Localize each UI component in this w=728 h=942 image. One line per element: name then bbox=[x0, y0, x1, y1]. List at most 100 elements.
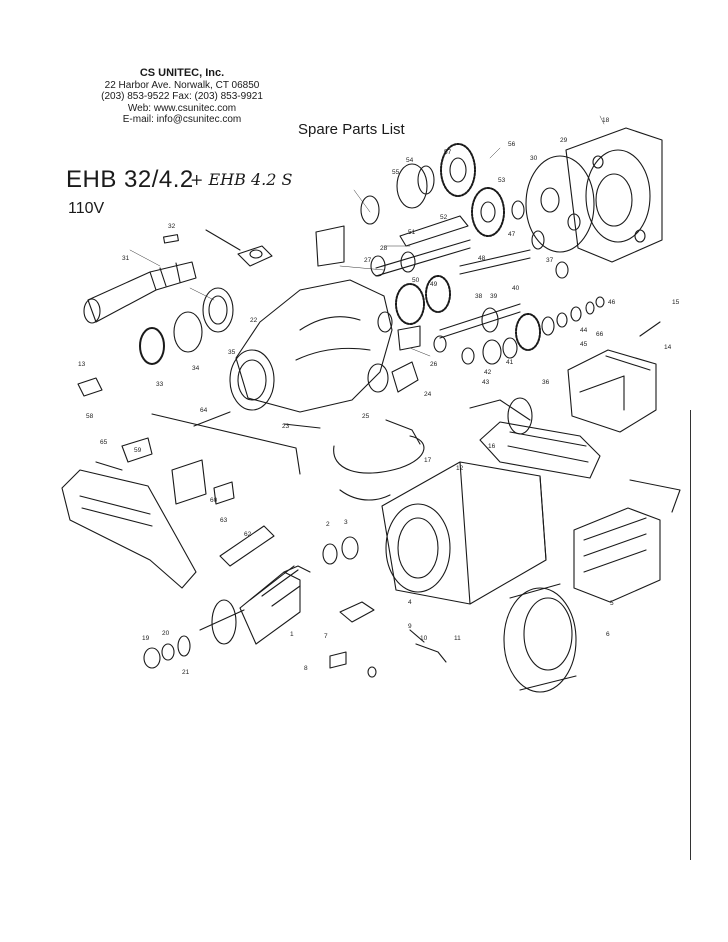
part-label-30: 30 bbox=[530, 155, 538, 162]
part-label-65: 65 bbox=[100, 439, 108, 446]
part-label-37: 37 bbox=[546, 257, 554, 264]
part-label-59: 59 bbox=[134, 447, 142, 454]
part-label-53: 53 bbox=[498, 177, 506, 184]
part-label-3: 3 bbox=[344, 519, 348, 526]
part-label-60: 60 bbox=[210, 497, 218, 504]
part-label-43: 43 bbox=[482, 379, 490, 386]
part-label-47: 47 bbox=[508, 231, 516, 238]
cover-part bbox=[397, 325, 421, 351]
part-label-66: 66 bbox=[596, 331, 604, 338]
company-web: Web: www.csunitec.com bbox=[127, 102, 237, 114]
part-label-16: 16 bbox=[488, 443, 496, 450]
part-label-49: 49 bbox=[430, 281, 438, 288]
page-title: Spare Parts List bbox=[298, 121, 405, 138]
part-label-38: 38 bbox=[475, 293, 483, 300]
part-label-2: 2 bbox=[326, 521, 330, 528]
brush-assembly bbox=[329, 601, 447, 678]
part-label-50: 50 bbox=[412, 277, 420, 284]
part-label-11: 11 bbox=[454, 635, 461, 642]
tube-part bbox=[219, 525, 275, 567]
part-label-15: 15 bbox=[672, 299, 680, 306]
part-label-39: 39 bbox=[490, 293, 498, 300]
part-label-26: 26 bbox=[430, 361, 438, 368]
part-label-28: 28 bbox=[380, 245, 388, 252]
part-label-1: 1 bbox=[290, 631, 294, 638]
part-label-40: 40 bbox=[512, 285, 520, 292]
company-email: E-mail: info@csunitec.com bbox=[122, 114, 242, 125]
stator-housing bbox=[381, 461, 547, 605]
part-label-42: 42 bbox=[484, 369, 492, 376]
cover-plate bbox=[525, 155, 595, 253]
part-label-12: 12 bbox=[456, 465, 464, 472]
part-label-7: 7 bbox=[324, 633, 328, 640]
part-label-21: 21 bbox=[182, 669, 190, 676]
gearbox-housing bbox=[229, 279, 393, 413]
leader-lines bbox=[129, 115, 605, 357]
fan-shroud bbox=[567, 349, 657, 433]
part-label-13: 13 bbox=[78, 361, 86, 368]
field-winding bbox=[573, 479, 681, 603]
flange-part bbox=[205, 229, 273, 267]
support-bracket bbox=[315, 225, 345, 267]
part-label-23: 23 bbox=[282, 423, 290, 430]
part-label-4: 4 bbox=[408, 599, 412, 606]
part-label-62: 62 bbox=[244, 531, 252, 538]
spindle-part bbox=[83, 261, 197, 324]
part-label-35: 35 bbox=[228, 349, 236, 356]
carbon-brush bbox=[77, 377, 103, 397]
part-label-33: 33 bbox=[156, 381, 164, 388]
part-label-57: 57 bbox=[444, 149, 452, 156]
side-handle bbox=[61, 413, 301, 589]
part-label-18: 18 bbox=[602, 117, 610, 124]
part-label-19: 19 bbox=[142, 635, 150, 642]
ring-set bbox=[139, 287, 234, 365]
part-label-45: 45 bbox=[580, 341, 588, 348]
part-label-9: 9 bbox=[408, 623, 412, 630]
armature-bearings bbox=[322, 536, 359, 565]
company-address: 22 Harbor Ave. Norwalk, CT 06850 bbox=[104, 79, 260, 91]
part-label-17: 17 bbox=[424, 457, 432, 464]
part-label-14: 14 bbox=[664, 344, 672, 351]
motor-flange-housing bbox=[565, 127, 663, 263]
field-ring bbox=[503, 583, 577, 693]
switch-box bbox=[121, 437, 235, 505]
key-part bbox=[163, 234, 179, 244]
model-number: EHB 32/4.2 bbox=[66, 166, 194, 193]
part-label-20: 20 bbox=[162, 630, 170, 637]
rear-handle bbox=[469, 397, 601, 479]
part-label-8: 8 bbox=[304, 665, 308, 672]
company-header: CS UNITEC, Inc. 22 Harbor Ave. Norwalk, … bbox=[82, 67, 282, 126]
model-handwritten-note: + EHB 4.2 S bbox=[190, 170, 293, 189]
part-label-36: 36 bbox=[542, 379, 550, 386]
part-label-64: 64 bbox=[200, 407, 208, 414]
armature bbox=[199, 565, 311, 645]
screws bbox=[95, 321, 661, 471]
part-label-6: 6 bbox=[606, 631, 610, 638]
part-label-27: 27 bbox=[364, 257, 372, 264]
part-label-51: 51 bbox=[408, 229, 416, 236]
part-label-10: 10 bbox=[420, 635, 428, 642]
part-label-63: 63 bbox=[220, 517, 228, 524]
power-cable bbox=[333, 419, 425, 501]
company-name: CS UNITEC, Inc. bbox=[139, 67, 225, 79]
part-label-29: 29 bbox=[560, 137, 568, 144]
part-label-32: 32 bbox=[168, 223, 176, 230]
part-label-41: 41 bbox=[506, 359, 514, 366]
voltage-label: 110V bbox=[68, 200, 105, 217]
gear-train bbox=[360, 143, 605, 365]
part-label-55: 55 bbox=[392, 169, 400, 176]
part-label-5: 5 bbox=[610, 600, 614, 607]
part-label-31: 31 bbox=[122, 255, 130, 262]
part-label-58: 58 bbox=[86, 413, 94, 420]
connector-part bbox=[391, 361, 419, 393]
part-label-44: 44 bbox=[580, 327, 588, 334]
small-bearings bbox=[143, 635, 191, 669]
part-label-34: 34 bbox=[192, 365, 200, 372]
company-phone-fax: (203) 853-9522 Fax: (203) 853-9921 bbox=[101, 91, 263, 102]
part-label-46: 46 bbox=[608, 299, 616, 306]
part-label-56: 56 bbox=[508, 141, 516, 148]
part-label-54: 54 bbox=[406, 157, 414, 164]
part-label-24: 24 bbox=[424, 391, 432, 398]
